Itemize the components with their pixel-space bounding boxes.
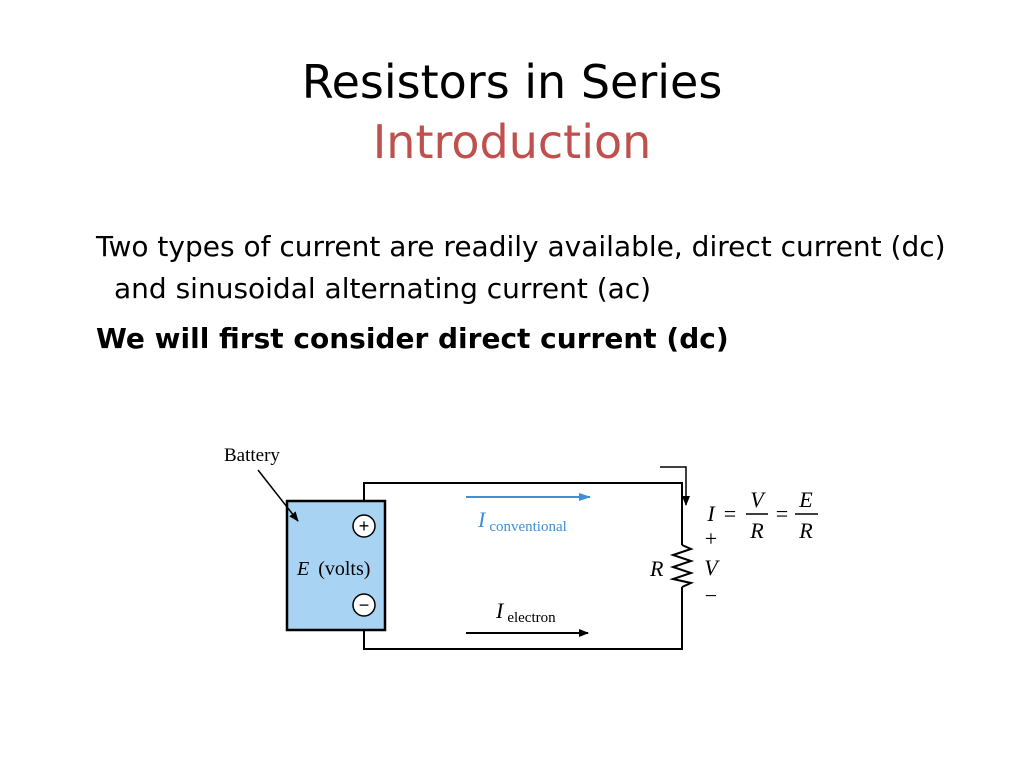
electron-sub: electron [507,610,556,626]
minus-symbol: − [359,595,370,615]
resistor-current-arrow [660,466,690,506]
minus-terminal-icon [352,593,376,617]
plus-symbol: + [359,516,370,536]
resistor-zigzag [669,544,695,588]
battery-var: E [296,558,309,580]
formula-current: I [706,501,716,526]
slide-body: Two types of current are readily availab… [96,226,976,360]
voltage-label: V [704,555,720,580]
formula-equals-2: = [776,501,788,526]
electron-current-label: I electron [495,598,556,626]
battery-pointer-arrow [257,469,299,522]
circuit-wire [363,482,683,650]
slide-title: Resistors in Series Introduction [0,52,1024,172]
voltage-plus: + [705,526,717,551]
conventional-current-label: I conventional [477,507,567,535]
battery-unit: (volts) [318,558,370,580]
formula-numerator-2: E [798,487,813,512]
conventional-sub: conventional [489,519,566,535]
electron-var: I [495,598,505,623]
paragraph-dc-focus: We will first consider direct current (d… [96,322,729,355]
formula-denominator-1: R [749,518,764,543]
formula-denominator-2: R [798,518,813,543]
title-text: Resistors in Series [301,55,723,109]
plus-terminal-icon [352,514,376,538]
subtitle-text: Introduction [372,115,652,169]
resistor-label: R [649,556,664,581]
ohms-law-formula: I = V R = E R [706,487,818,543]
formula-equals-1: = [724,501,736,526]
battery-value: E (volts) [296,558,370,580]
paragraph-current-types: Two types of current are readily availab… [96,230,946,305]
formula-numerator-1: V [750,487,766,512]
battery-label: Battery [224,445,280,466]
voltage-minus: − [705,583,717,608]
conventional-var: I [477,507,487,532]
